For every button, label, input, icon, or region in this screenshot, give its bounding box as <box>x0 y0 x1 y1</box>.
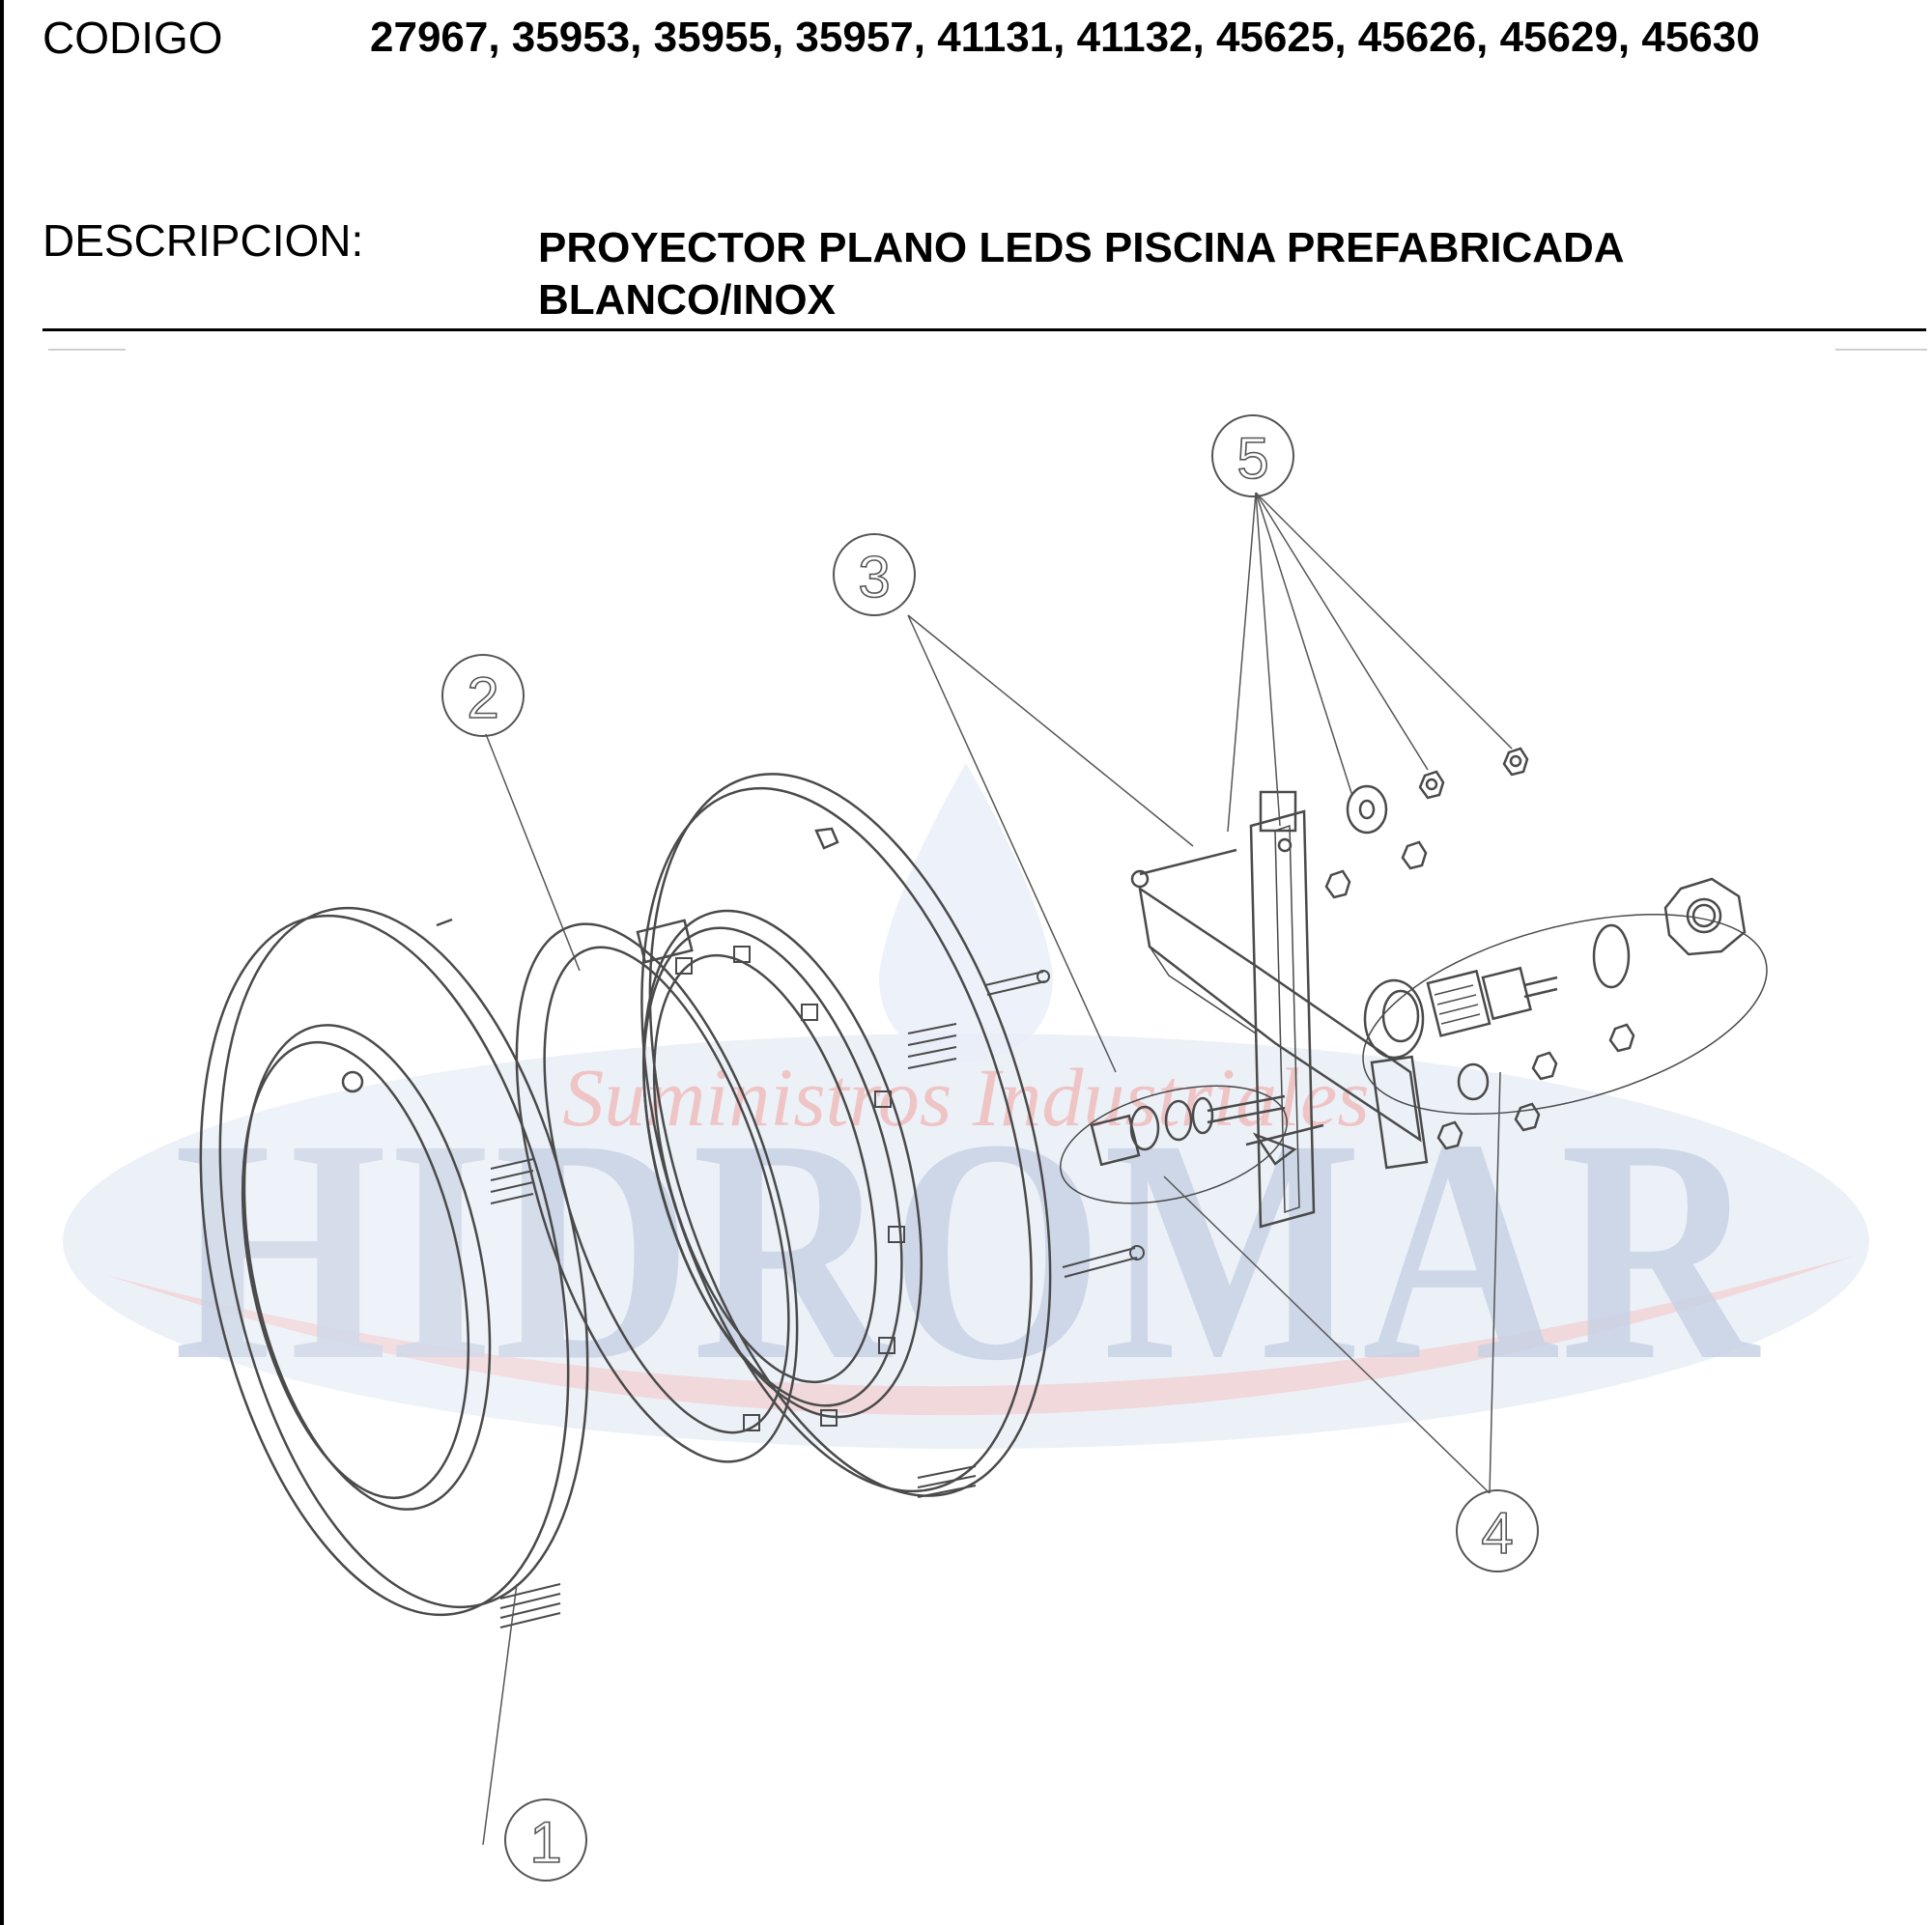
svg-text:5: 5 <box>1236 426 1268 491</box>
page-border <box>0 0 4 1925</box>
watermark-tagline: Suministros Industriales <box>562 1051 1369 1144</box>
housing-screws <box>984 970 1145 1278</box>
descripcion-line-2: BLANCO/INOX <box>538 276 836 324</box>
descripcion-value: PROYECTOR PLANO LEDS PISCINA PREFABRICAD… <box>538 222 1625 326</box>
svg-text:2: 2 <box>467 665 498 730</box>
part-5-fasteners <box>1324 747 1635 1150</box>
lamp-housing <box>636 773 1145 1498</box>
callout-3: 3 <box>833 533 916 616</box>
part-4-gland-group <box>1362 877 1768 1115</box>
svg-text:3: 3 <box>858 545 890 609</box>
svg-text:4: 4 <box>1481 1501 1513 1566</box>
svg-text:1: 1 <box>529 1810 561 1875</box>
part-3-cable-gland-group <box>1060 1085 1288 1204</box>
exploded-view-drawing: HIDROMAR Suministros Industriales <box>48 349 1927 1882</box>
callout-2: 2 <box>441 654 525 737</box>
callout-1: 1 <box>504 1798 587 1882</box>
watermark-swoosh <box>106 1256 1855 1416</box>
callout-4: 4 <box>1456 1489 1539 1572</box>
header-divider <box>43 328 1926 331</box>
leader-lines <box>482 492 1513 1846</box>
descripcion-line-1: PROYECTOR PLANO LEDS PISCINA PREFABRICAD… <box>538 224 1625 271</box>
part-1-vent-slots <box>490 1158 561 1628</box>
housing-vent-slots <box>907 1023 977 1498</box>
mounting-bracket <box>1130 790 1429 1229</box>
codigo-label: CODIGO <box>43 13 223 63</box>
codigo-value: 27967, 35953, 35955, 35957, 41131, 41132… <box>370 14 1760 61</box>
descripcion-label: DESCRIPCION: <box>43 215 364 266</box>
watermark-drop <box>879 763 1053 1062</box>
housing-clips <box>675 946 905 1431</box>
callout-5: 5 <box>1211 414 1294 497</box>
watermark-brand: HIDROMAR <box>174 1074 1761 1427</box>
part-1-front-cover <box>199 906 589 1628</box>
